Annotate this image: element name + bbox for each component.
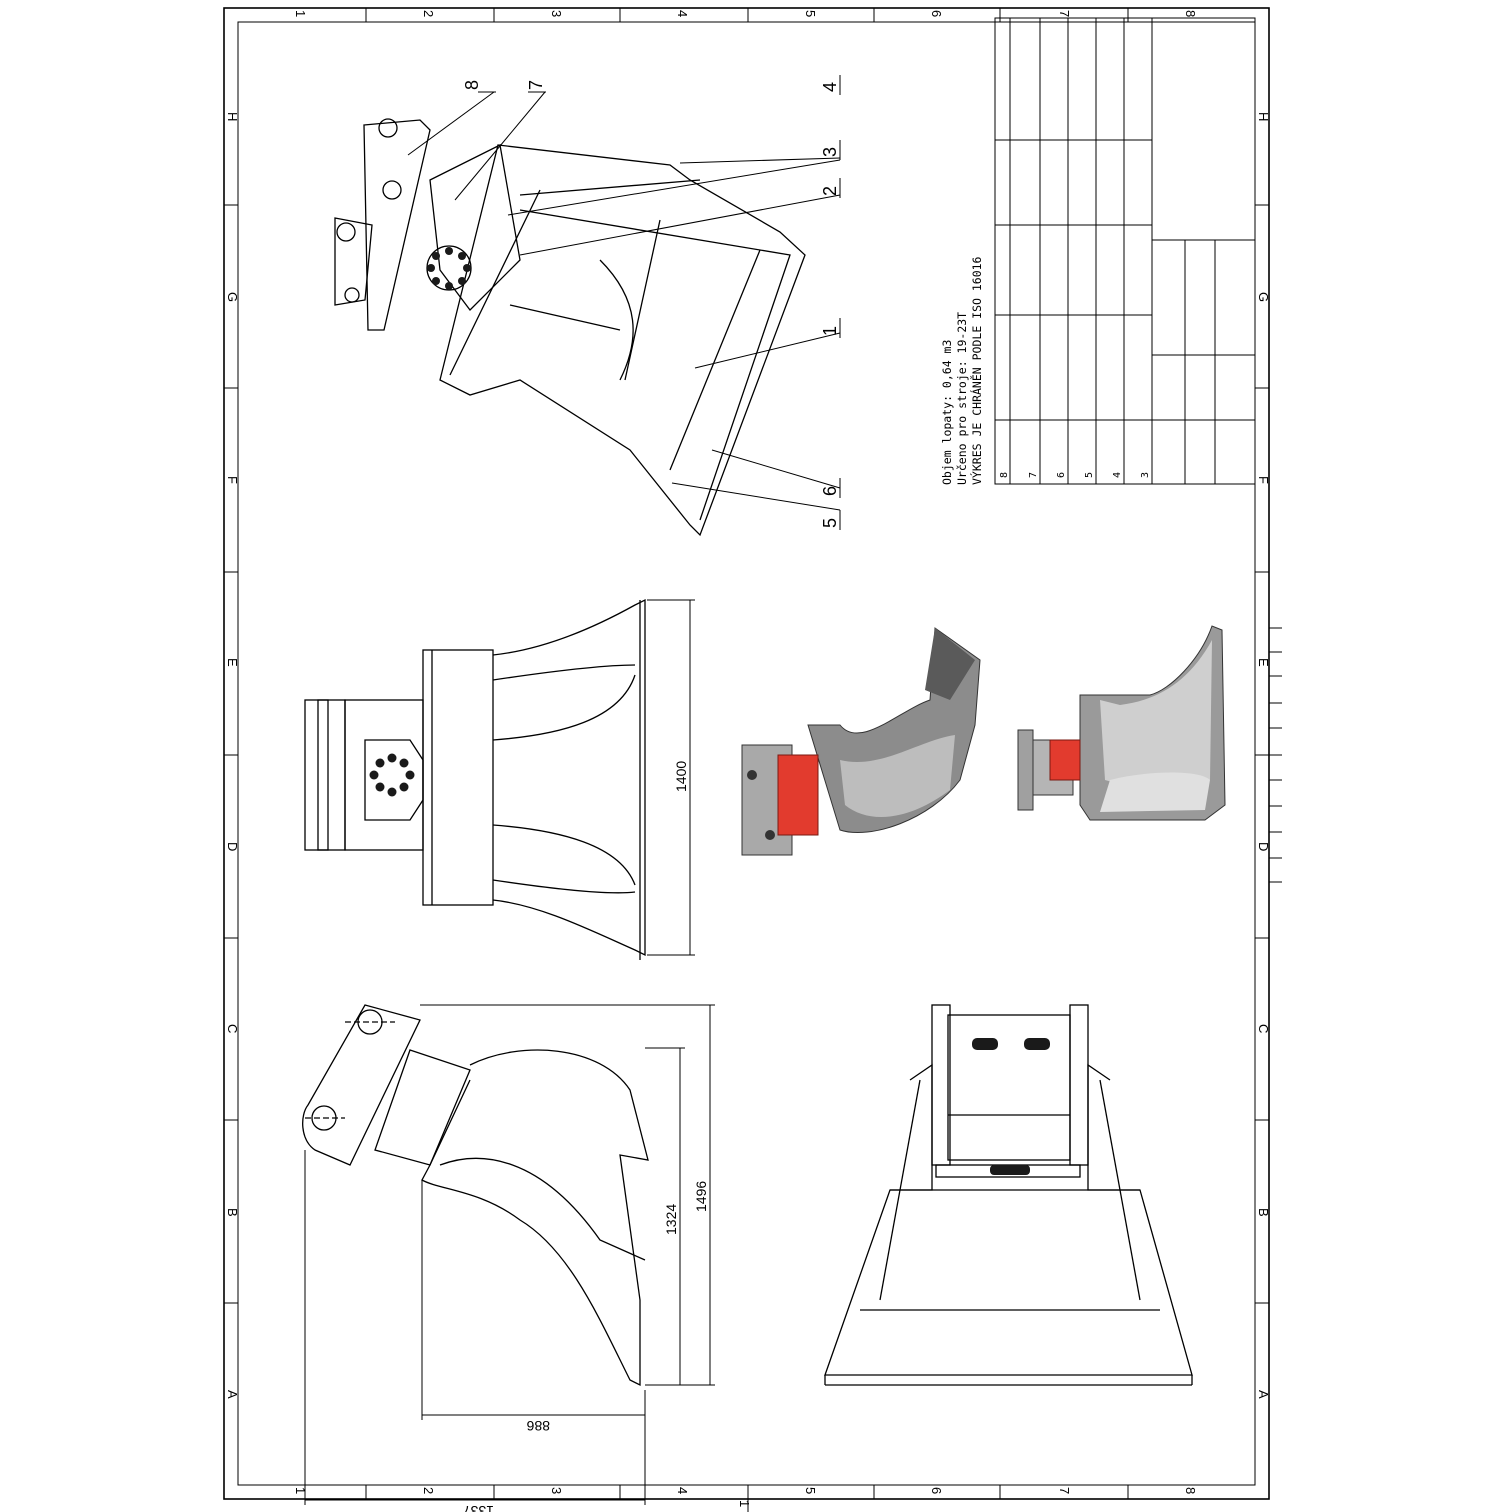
- render-view-2: [1017, 625, 1226, 821]
- dim-side-height-outer: 1496: [693, 1181, 709, 1212]
- bolt-circle-iso: [427, 247, 471, 290]
- note-copyright: VÝKRES JE CHRÁNĚN PODLE ISO 16016: [970, 256, 984, 485]
- side-dim-texts: 1324 1496 886 1337: [463, 1181, 709, 1512]
- grid-col-label: 4: [675, 1487, 690, 1494]
- grid-ticks: [224, 8, 1282, 1512]
- grid-row-label: A: [225, 1390, 240, 1399]
- callout-4: 4: [820, 82, 840, 92]
- grid-labels: 1 2 3 4 5 6 7 8 1 2 3 4 5 6 7 8 H G F E …: [225, 10, 1271, 1507]
- grid-col-label: 3: [549, 10, 564, 17]
- callout-1: 1: [820, 326, 840, 336]
- note-machine-class: Určeno pro stroje: 19-23T: [955, 311, 969, 485]
- grid-col-label: 8: [1183, 10, 1198, 17]
- grid-row-label: F: [1256, 476, 1271, 484]
- grid-row-label: C: [1256, 1024, 1271, 1033]
- grid-col-label: 5: [803, 10, 818, 17]
- grid-col-label: 3: [549, 1487, 564, 1494]
- rotator-flange-render: [777, 754, 819, 836]
- grid-row-label: B: [1256, 1208, 1271, 1217]
- drawing-frame: [223, 7, 1270, 1500]
- callout-6: 6: [820, 486, 840, 496]
- side-dim-lines: [304, 1004, 715, 1505]
- drawing-notes: Objem lopaty: 0,64 m3 Určeno pro stroje:…: [940, 257, 985, 485]
- grid-row-label: E: [225, 658, 240, 667]
- callout-3: 3: [820, 147, 840, 157]
- grid-col-label: 2: [421, 10, 436, 17]
- front-dim-line: [647, 599, 695, 956]
- grid-col-label: 7: [1057, 10, 1072, 17]
- side-view: [302, 1004, 649, 1387]
- grid-row-label: E: [1256, 658, 1271, 667]
- bolt-circle-front: [369, 753, 415, 797]
- rotator-flange-render-2: [1049, 739, 1081, 781]
- grid-col-label: 8: [1183, 1487, 1198, 1494]
- grid-col-label: 4: [675, 10, 690, 17]
- bom-pos: 6: [1056, 472, 1067, 478]
- grid-col-label: 1: [293, 1487, 308, 1494]
- grid-row-label: H: [225, 112, 240, 121]
- grid-row-label: C: [225, 1024, 240, 1033]
- bom-position-numbers: 8 7 6 5 4 3: [999, 472, 1151, 478]
- bom-pos: 8: [999, 472, 1010, 478]
- grid-row-label: A: [1256, 1390, 1271, 1399]
- grid-row-label: F: [225, 476, 240, 484]
- top-view-bolts: [972, 1038, 1050, 1175]
- callout-7: 7: [526, 80, 546, 90]
- callout-numbers: 8 7 4 3 2 1 6 5: [462, 80, 840, 528]
- grid-row-label: G: [225, 292, 240, 302]
- grid-row-label: G: [1256, 292, 1271, 302]
- grid-col-label: 1: [293, 10, 308, 17]
- grid-col-label: 6: [929, 1487, 944, 1494]
- grid-row-label: H: [1256, 112, 1271, 121]
- bom-pos: 5: [1084, 472, 1095, 478]
- grid-row-label: D: [225, 842, 240, 851]
- bom-pos: 7: [1028, 472, 1039, 478]
- dim-side-width-outer: 1337: [463, 1503, 494, 1512]
- grid-col-label: 2: [421, 1487, 436, 1494]
- front-view: [304, 598, 646, 960]
- callout-leaders: [407, 75, 841, 530]
- grid-row-label: B: [225, 1208, 240, 1217]
- callout-5: 5: [820, 518, 840, 528]
- callout-2: 2: [820, 186, 840, 196]
- dim-side-height-inner: 1324: [663, 1204, 679, 1235]
- bill-of-materials: [994, 17, 1256, 485]
- grid-row-label: D: [1256, 842, 1271, 851]
- bom-pos: 4: [1112, 472, 1123, 478]
- isometric-view: [334, 118, 806, 537]
- grid-col-label: 6: [929, 10, 944, 17]
- note-bucket-volume: Objem lopaty: 0,64 m3: [940, 339, 954, 485]
- sheet-bottom-number: 1: [737, 1500, 752, 1507]
- top-view: [824, 1004, 1193, 1386]
- grid-col-label: 7: [1057, 1487, 1072, 1494]
- callout-8: 8: [462, 80, 482, 90]
- grid-col-label: 5: [803, 1487, 818, 1494]
- dim-front-height: 1400: [673, 761, 689, 792]
- bom-pos: 3: [1140, 472, 1151, 478]
- render-view-1: [741, 627, 981, 856]
- dim-side-width-inner: 886: [526, 1418, 550, 1434]
